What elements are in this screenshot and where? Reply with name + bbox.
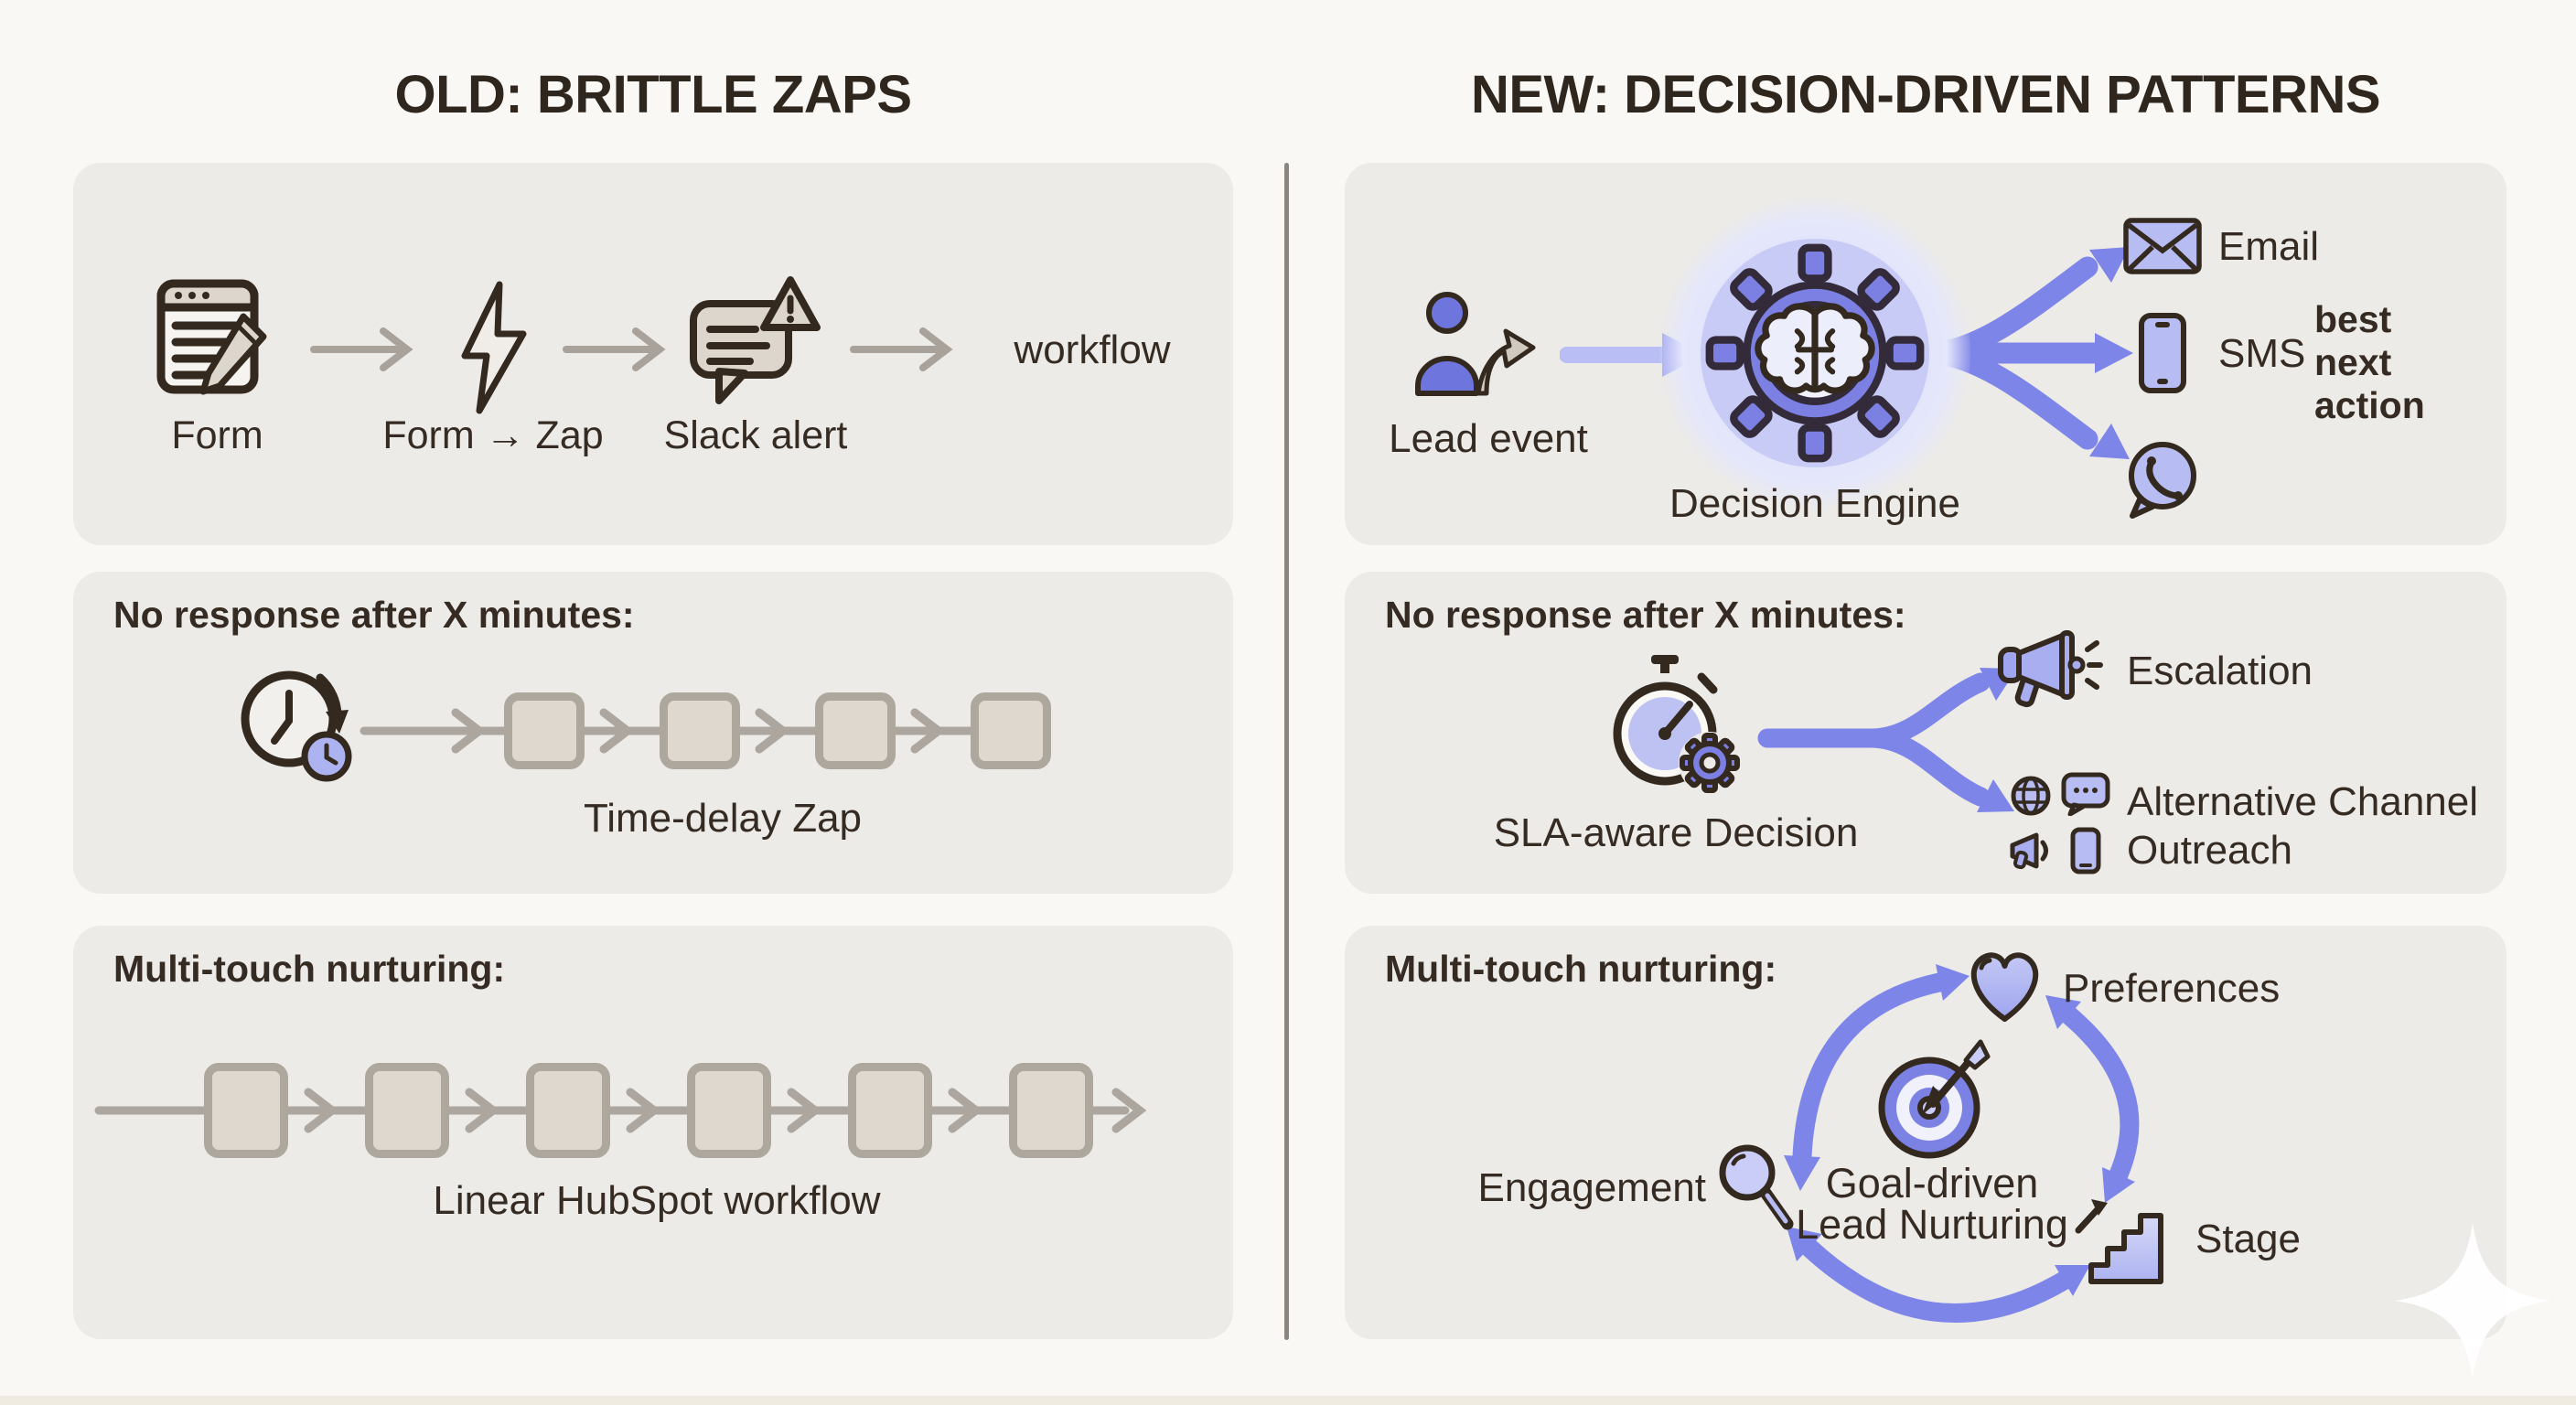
annotation-line: next bbox=[2314, 341, 2392, 383]
workflow-step-box bbox=[526, 1063, 610, 1158]
workflow-step-box bbox=[204, 1063, 288, 1158]
chat-dots-icon bbox=[2061, 772, 2110, 816]
slack-alert-icon bbox=[682, 271, 829, 417]
old-delay-panel: No response after X minutes: Time-delay … bbox=[73, 572, 1233, 894]
new-nurture-heading: Multi-touch nurturing: bbox=[1385, 948, 1777, 990]
clock-delay-icon bbox=[232, 662, 370, 799]
email-icon bbox=[2123, 218, 2202, 274]
alt-channel-label-line1: Alternative Channel bbox=[2127, 779, 2479, 824]
heart-icon bbox=[1961, 946, 2048, 1026]
arrow-right-icon bbox=[848, 324, 967, 375]
sparkle-icon bbox=[2395, 1223, 2550, 1378]
old-nurture-panel: Multi-touch nurturing: Linear HubSpot wo… bbox=[73, 926, 1233, 1339]
zap-step-box bbox=[815, 692, 896, 769]
megaphone-icon bbox=[1997, 629, 2107, 712]
arrow-right-icon bbox=[561, 324, 680, 375]
zap-icon bbox=[443, 279, 543, 416]
new-sla-panel: No response after X minutes: bbox=[1345, 572, 2506, 894]
email-label: Email bbox=[2218, 224, 2320, 269]
annotation-line: best bbox=[2314, 298, 2392, 340]
engagement-label: Engagement bbox=[1477, 1165, 1706, 1210]
zap-step-box bbox=[971, 692, 1051, 769]
workflow-step-box bbox=[1009, 1063, 1093, 1158]
form-step-label: Form bbox=[171, 413, 263, 457]
sms-icon bbox=[2139, 313, 2186, 393]
best-next-action-label: best next action bbox=[2314, 298, 2425, 427]
linear-workflow-caption: Linear HubSpot workflow bbox=[433, 1178, 881, 1223]
new-title: NEW: DECISION-DRIVEN PATTERNS bbox=[1470, 65, 2381, 124]
stage-label: Stage bbox=[2195, 1217, 2301, 1261]
sla-stopwatch-gear-icon bbox=[1587, 649, 1761, 823]
target-dart-icon bbox=[1863, 1031, 2001, 1168]
whatsapp-icon bbox=[2121, 437, 2204, 520]
new-sla-heading: No response after X minutes: bbox=[1385, 594, 1906, 636]
globe-icon bbox=[2010, 775, 2052, 817]
decision-engine-label: Decision Engine bbox=[1669, 481, 1960, 526]
sla-decision-label: SLA-aware Decision bbox=[1493, 810, 1859, 855]
escalation-label: Escalation bbox=[2127, 649, 2313, 693]
cycle-arrows-icon bbox=[1784, 964, 2140, 1324]
goal-label-line2: Lead Nurturing bbox=[1796, 1201, 2068, 1248]
lead-event-label: Lead event bbox=[1389, 416, 1588, 461]
time-delay-caption: Time-delay Zap bbox=[583, 796, 863, 841]
workflow-step-box bbox=[848, 1063, 932, 1158]
zap-step-box bbox=[660, 692, 740, 769]
alt-channel-label-line2: Outreach bbox=[2127, 828, 2292, 873]
magnifier-icon bbox=[1711, 1138, 1798, 1234]
stairs-icon bbox=[2069, 1186, 2174, 1287]
workflow-step-box bbox=[687, 1063, 771, 1158]
decision-engine-gear-icon bbox=[1705, 243, 1925, 463]
sms-label: SMS bbox=[2218, 331, 2306, 376]
workflow-step-box bbox=[365, 1063, 449, 1158]
brain-icon bbox=[1755, 303, 1875, 394]
slack-step-label: Slack alert bbox=[663, 413, 848, 457]
column-divider bbox=[1284, 163, 1289, 1340]
old-nurture-heading: Multi-touch nurturing: bbox=[113, 948, 506, 990]
speaker-icon bbox=[2009, 831, 2056, 871]
lead-person-icon bbox=[1400, 289, 1537, 403]
split-arrows-icon bbox=[1757, 668, 2017, 812]
preferences-label: Preferences bbox=[2063, 966, 2281, 1011]
new-flow-panel: Lead event bbox=[1345, 163, 2506, 545]
old-flow-panel: Form Form → Zap S bbox=[73, 163, 1233, 545]
new-nurture-panel: Multi-touch nurturing: Preferences bbox=[1345, 926, 2506, 1339]
zap-step-label: Form → Zap bbox=[382, 413, 604, 457]
arrow-right-icon bbox=[308, 324, 427, 375]
phone-icon bbox=[2070, 827, 2101, 874]
workflow-end-label: workflow bbox=[1014, 327, 1171, 372]
old-title: OLD: BRITTLE ZAPS bbox=[394, 65, 912, 124]
zap-step-box bbox=[504, 692, 585, 769]
goal-label-line1: Goal-driven bbox=[1825, 1160, 2039, 1207]
bottom-edge bbox=[0, 1396, 2576, 1405]
form-icon bbox=[148, 271, 285, 408]
annotation-line: action bbox=[2314, 384, 2425, 426]
old-delay-heading: No response after X minutes: bbox=[113, 594, 635, 636]
